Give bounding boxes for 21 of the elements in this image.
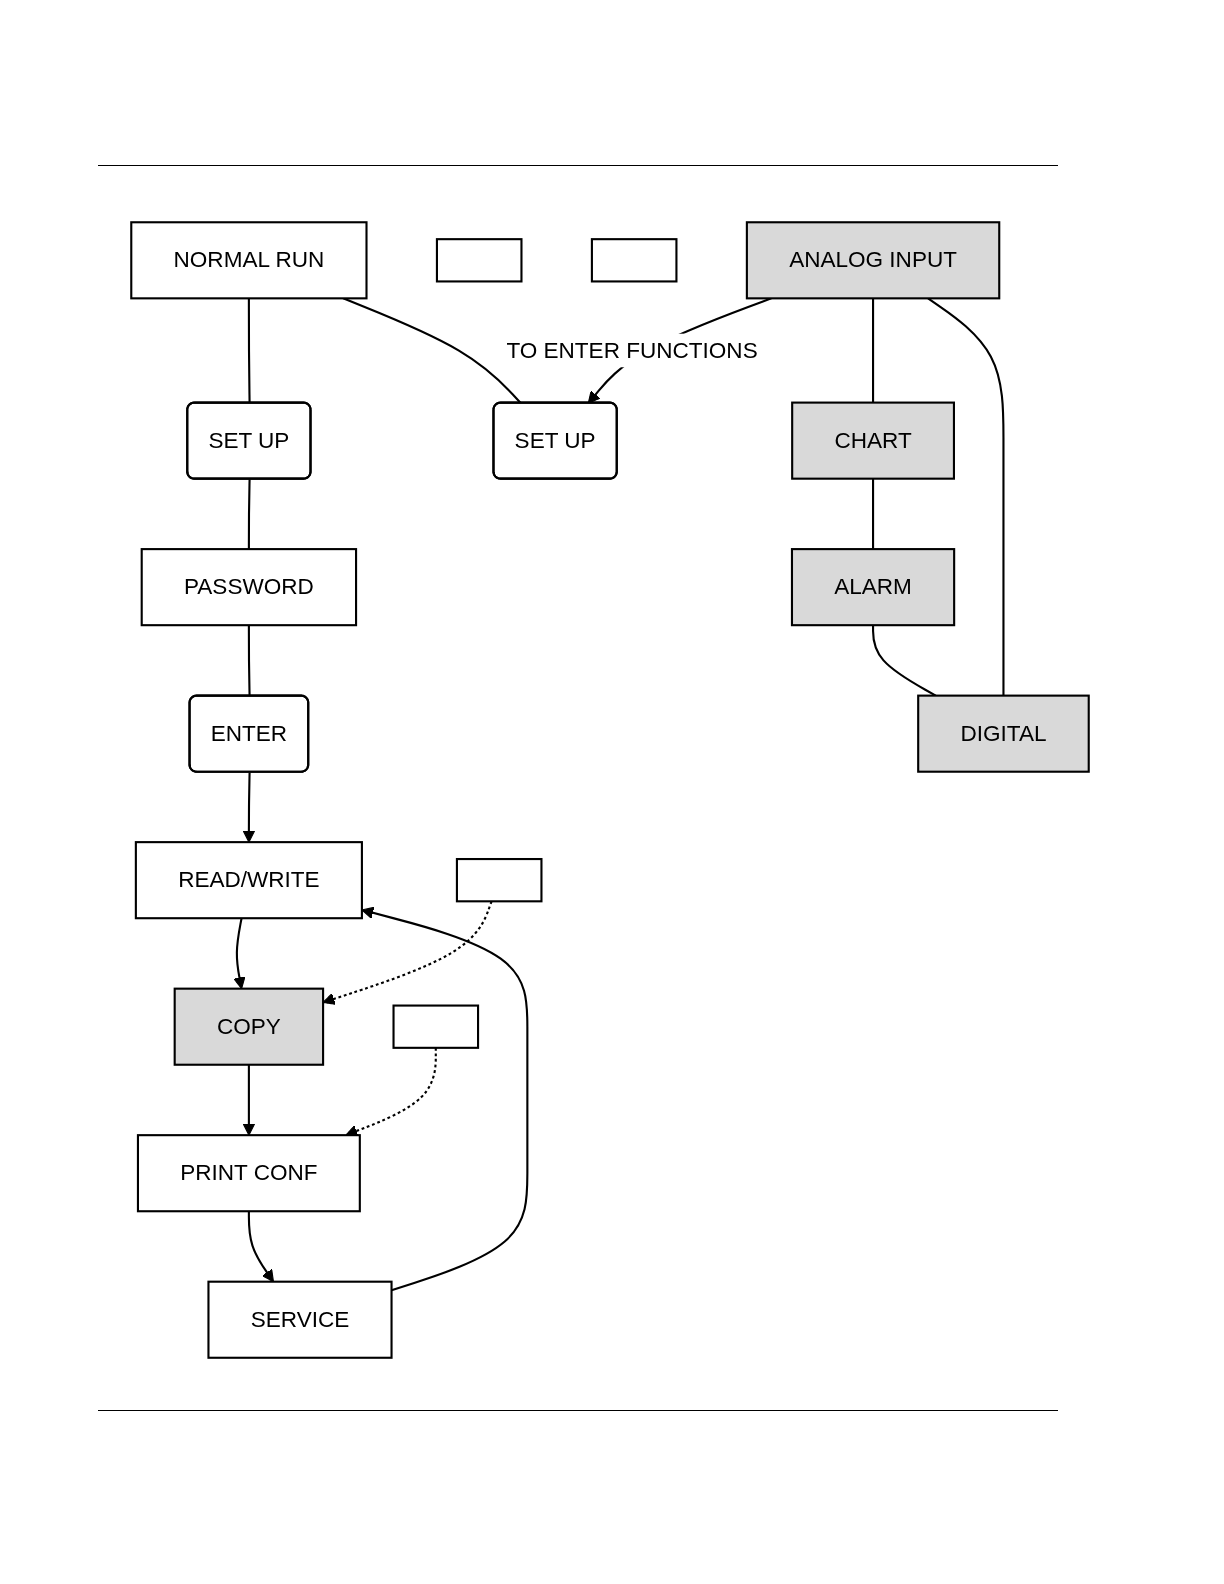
arrow bbox=[242, 1064, 256, 1136]
node-box bbox=[435, 238, 523, 283]
arrow bbox=[242, 772, 256, 843]
node-box: CHART bbox=[791, 401, 955, 480]
node-box: ALARM bbox=[790, 548, 956, 627]
connector bbox=[872, 298, 875, 403]
node-box bbox=[392, 1004, 480, 1049]
arrow bbox=[361, 906, 529, 1292]
node-box: COPY bbox=[173, 987, 325, 1066]
node-box: READ/WRITE bbox=[134, 841, 363, 920]
connector bbox=[247, 479, 251, 550]
node-box bbox=[455, 857, 543, 903]
node-box: NORMAL RUN bbox=[130, 221, 368, 300]
connector bbox=[872, 478, 875, 550]
node-box: SERVICE bbox=[207, 1280, 393, 1359]
node-box bbox=[590, 238, 678, 283]
node-box: ANALOG INPUT bbox=[745, 221, 1001, 300]
node-box: DIGITAL bbox=[917, 694, 1090, 773]
node-box: PASSWORD bbox=[140, 548, 358, 627]
node-box: PRINT CONF bbox=[136, 1134, 361, 1213]
edge-label: TO ENTER FUNCTIONS bbox=[506, 337, 758, 362]
